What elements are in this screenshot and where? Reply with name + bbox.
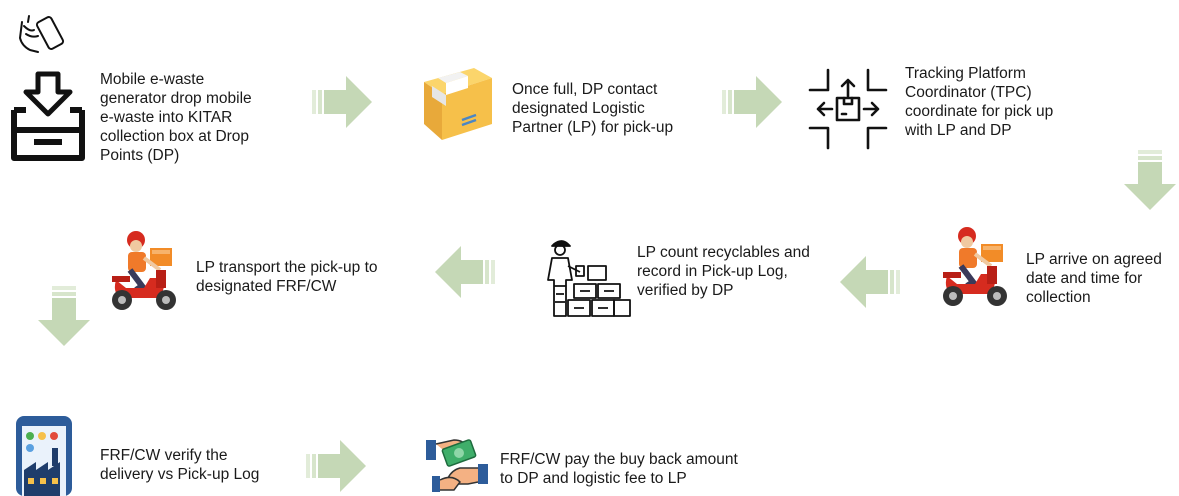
arrow-right-3 <box>306 436 366 496</box>
arrow-down-2 <box>34 286 94 346</box>
package-box-icon <box>418 62 498 144</box>
step-3-text: Tracking Platform Coordinator (TPC) coor… <box>905 65 1054 139</box>
collection-box-icon <box>8 70 88 164</box>
step-2-text: Once full, DP contact designated Logisti… <box>512 81 674 136</box>
delivery-scooter-icon <box>106 230 188 314</box>
worker-counting-boxes-icon <box>538 236 634 322</box>
step-1-text: Mobile e-waste generator drop mobile e-w… <box>100 71 252 164</box>
arrow-right-1 <box>312 72 372 132</box>
hand-phone-icon <box>16 12 74 60</box>
arrow-down-1 <box>1120 150 1179 210</box>
arrow-left-2 <box>435 242 495 302</box>
step-5-text: LP count recyclables and record in Pick-… <box>637 244 810 299</box>
delivery-scooter-icon <box>937 226 1019 310</box>
step-8-text: FRF/CW pay the buy back amount to DP and… <box>500 451 738 487</box>
mobile-factory-icon <box>12 414 78 496</box>
step-6-text: LP transport the pick-up to designated F… <box>196 259 378 295</box>
arrow-left-1 <box>840 252 900 312</box>
tracking-coordination-icon <box>806 66 890 152</box>
arrow-right-2 <box>722 72 782 132</box>
step-4-text: LP arrive on agreed date and time for co… <box>1026 251 1162 306</box>
step-7-text: FRF/CW verify the delivery vs Pick-up Lo… <box>100 447 260 483</box>
money-exchange-icon <box>424 434 490 496</box>
